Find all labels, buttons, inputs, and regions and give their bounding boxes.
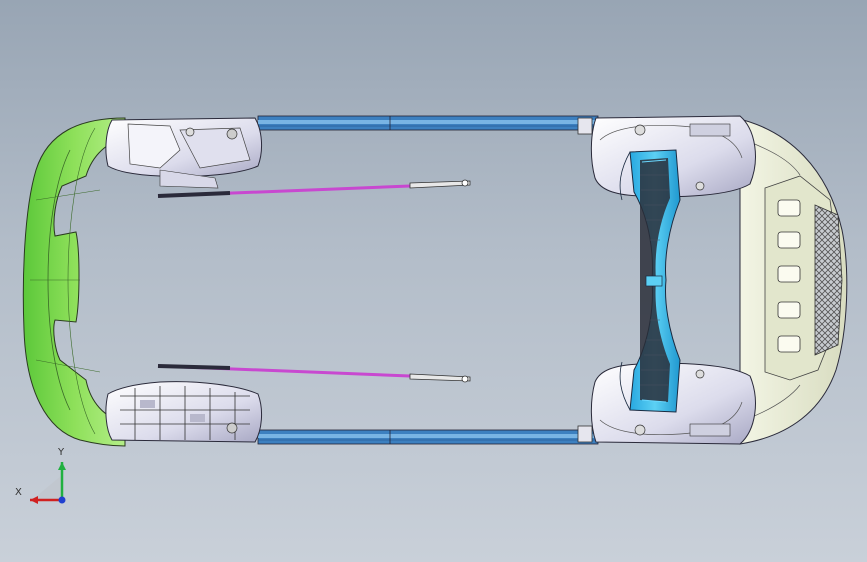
triad-z-axis bbox=[58, 496, 66, 504]
side-rail-top[interactable] bbox=[257, 115, 599, 131]
rear-wheel-housing-bottom[interactable] bbox=[105, 381, 263, 443]
triad-x-label: X bbox=[15, 487, 22, 498]
rail-cap-top bbox=[577, 117, 593, 135]
triad-y-label: Y bbox=[57, 447, 65, 458]
rear-wheel-housing-top[interactable] bbox=[105, 117, 263, 189]
triad-plane bbox=[32, 475, 62, 500]
rear-bumper[interactable] bbox=[22, 117, 126, 447]
front-crossmember[interactable] bbox=[619, 149, 681, 413]
side-rail-bottom[interactable] bbox=[257, 429, 599, 445]
axis-triad: X Y bbox=[15, 447, 66, 504]
front-bumper[interactable] bbox=[734, 117, 848, 445]
tie-rod-upper[interactable] bbox=[157, 179, 471, 198]
rail-cap-bottom bbox=[577, 425, 593, 443]
tie-rod-lower[interactable] bbox=[157, 364, 471, 383]
